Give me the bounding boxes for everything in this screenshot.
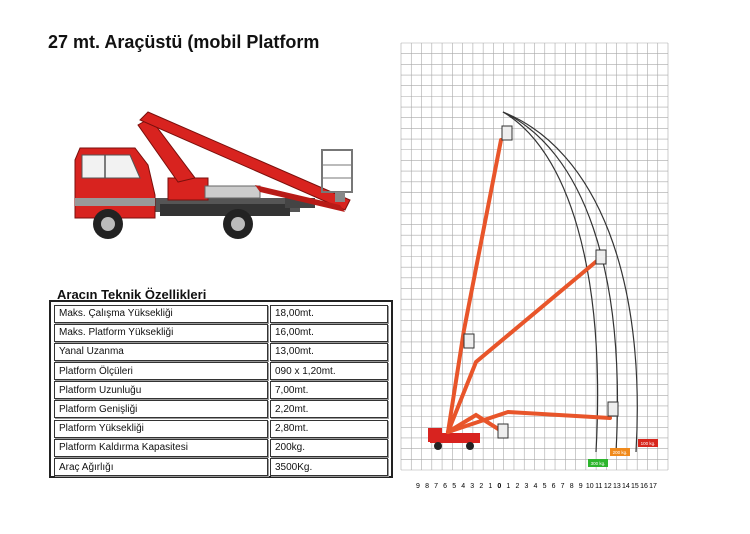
table-row: Platform Genişliği 2,20mt. — [53, 400, 389, 419]
spec-label: Platform Genişliği — [54, 400, 268, 419]
x-tick-label: 13 — [613, 483, 621, 490]
spec-value: 7,00mt. — [270, 381, 388, 400]
table-row: Yanal Uzanma 13,00mt. — [53, 342, 389, 361]
table-row: Platform Yüksekliği 2,80mt. — [53, 419, 389, 438]
spec-label: Platform Ölçüleri — [54, 362, 268, 381]
x-tick-label: 0 — [497, 483, 501, 490]
load-badge: 100 kg. — [638, 439, 658, 447]
x-tick-label: 4 — [534, 483, 538, 490]
specs-table: Maks. Çalışma Yüksekliği 18,00mt. Maks. … — [49, 300, 393, 478]
envelope-arc-middle — [502, 111, 619, 453]
spec-value: 200kg. — [270, 438, 388, 457]
spec-label: Platform Uzunluğu — [54, 381, 268, 400]
load-badge-label: 100 kg. — [641, 441, 656, 446]
vehicle-wheel — [466, 442, 474, 450]
x-tick-label: 3 — [525, 483, 529, 490]
grid — [400, 42, 669, 471]
vehicle-body — [430, 433, 480, 443]
basket — [595, 249, 607, 265]
x-tick-label: 2 — [479, 483, 483, 490]
x-tick-label: 11 — [595, 483, 602, 490]
envelope-arc-outer — [502, 111, 638, 453]
x-tick-label: 16 — [640, 483, 648, 490]
spec-label: Yanal Uzanma — [54, 342, 268, 361]
spec-value: 090 x 1,20mt. — [270, 362, 388, 381]
vehicle-cab — [428, 428, 442, 442]
specs-heading: Aracın Teknik Özellikleri — [57, 287, 207, 302]
spec-value: 2,20mt. — [270, 400, 388, 419]
x-tick-label: 4 — [461, 483, 465, 490]
truck-illustration — [74, 111, 353, 239]
load-badge-label: 300 kg. — [591, 461, 606, 466]
table-row: Maks. Çalışma Yüksekliği 18,00mt. — [53, 304, 389, 323]
boom-horizontal — [446, 409, 612, 434]
x-tick-label: 9 — [416, 483, 420, 490]
x-tick-label: 7 — [434, 483, 438, 490]
spec-value: 16,00mt. — [270, 323, 388, 342]
x-tick-label: 1 — [488, 483, 492, 490]
load-badge: 200 kg. — [610, 448, 630, 456]
table-row: Platform Ölçüleri 090 x 1,20mt. — [53, 362, 389, 381]
vehicle-wheel — [434, 442, 442, 450]
boom-folded — [446, 412, 505, 434]
basket — [607, 401, 619, 417]
x-tick-label: 6 — [552, 483, 556, 490]
load-badge-box — [588, 459, 608, 467]
basket — [501, 125, 513, 141]
x-tick-label: 12 — [604, 483, 612, 490]
x-tick-label: 5 — [452, 483, 456, 490]
table-row: Platform Uzunluğu 7,00mt. — [53, 381, 389, 400]
load-badge-label: 200 kg. — [613, 450, 628, 455]
boom-vertical — [446, 138, 503, 434]
x-tick-label: 7 — [561, 483, 565, 490]
page-title: 27 mt. Araçüstü (mobil Platform — [48, 32, 320, 52]
spec-label: Maks. Çalışma Yüksekliği — [54, 304, 268, 323]
spec-value: 13,00mt. — [270, 342, 388, 361]
x-tick-label: 17 — [649, 483, 657, 490]
x-tick-label: 5 — [543, 483, 547, 490]
x-tick-label: 2 — [515, 483, 519, 490]
load-badge: 300 kg. — [588, 459, 608, 467]
load-badge-box — [638, 439, 658, 447]
x-tick-label: 3 — [470, 483, 474, 490]
spec-label: Araç Ağırlığı — [54, 458, 268, 476]
working-range-diagram: 300 kg.200 kg.100 kg. 181614121086420 98… — [400, 42, 669, 490]
x-tick-label: 10 — [586, 483, 594, 490]
spec-label: Maks. Platform Yüksekliği — [54, 323, 268, 342]
spec-value: 3500Kg. — [270, 458, 388, 476]
table-row: Maks. Platform Yüksekliği 16,00mt. — [53, 323, 389, 342]
x-tick-label: 9 — [579, 483, 583, 490]
basket — [497, 423, 509, 439]
table-row: Araç Ağırlığı 3500Kg. — [53, 458, 389, 477]
x-tick-label: 8 — [425, 483, 429, 490]
x-tick-label: 15 — [631, 483, 639, 490]
table-row: Platform Kaldırma Kapasitesi 200kg. — [53, 438, 389, 457]
spec-label: Platform Kaldırma Kapasitesi — [54, 438, 268, 457]
x-tick-label: 1 — [506, 483, 510, 490]
load-badges: 300 kg. 200 kg. 100 kg. — [588, 439, 658, 467]
x-tick-label: 14 — [622, 483, 630, 490]
envelope-arc-inner — [502, 111, 599, 453]
spec-value: 18,00mt. — [270, 304, 388, 323]
load-badge-box — [610, 448, 630, 456]
spec-value: 2,80mt. — [270, 419, 388, 438]
basket — [463, 333, 475, 349]
x-tick-label: 6 — [443, 483, 447, 490]
x-tick-label: 8 — [570, 483, 574, 490]
spec-label: Platform Yüksekliği — [54, 419, 268, 438]
boom-diagonal — [446, 258, 600, 434]
